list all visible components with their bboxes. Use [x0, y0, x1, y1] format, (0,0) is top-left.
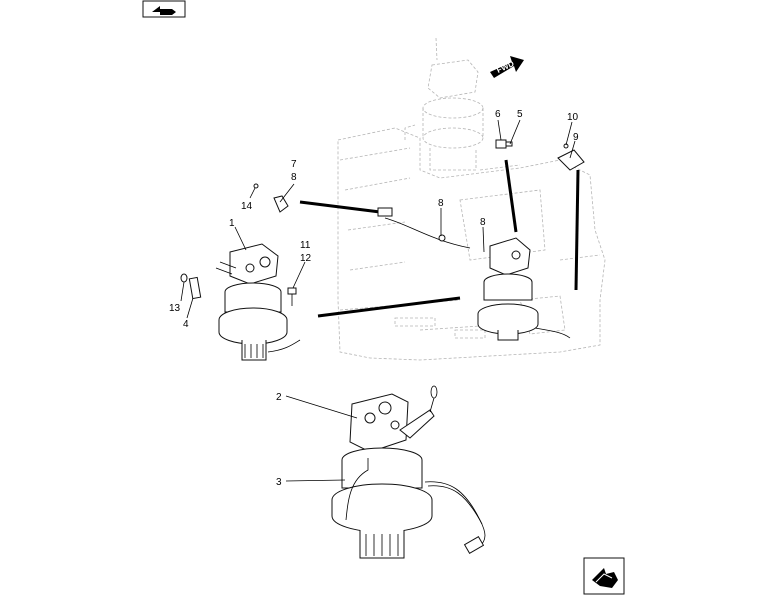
left-swing-motor	[215, 243, 301, 361]
fitting-part-7	[253, 183, 289, 213]
navigation-arrow-icon[interactable]	[583, 557, 625, 595]
callout-1: 1	[229, 218, 235, 229]
fwd-label: FWD	[495, 59, 516, 75]
callout-9: 9	[573, 132, 579, 143]
fitting-part-9	[557, 143, 585, 171]
callout-8-a: 8	[291, 172, 297, 183]
hydraulic-lines	[299, 159, 580, 339]
callout-13: 13	[169, 303, 181, 314]
callout-labels: 1 2 3 4 5 6 7 8 8 8 9 10 11 12 13 14	[169, 109, 579, 488]
callout-7: 7	[291, 159, 297, 170]
callout-11: 11	[300, 240, 311, 251]
callout-8-b: 8	[438, 198, 444, 209]
callout-14: 14	[241, 201, 253, 212]
callout-3: 3	[276, 477, 282, 488]
page-arrow-icon[interactable]	[142, 0, 186, 18]
callout-6: 6	[495, 109, 501, 120]
fitting-part-6	[495, 139, 513, 149]
right-swing-motor	[477, 237, 539, 341]
callout-5: 5	[517, 109, 523, 120]
upper-motor-outline	[422, 37, 484, 171]
callout-2: 2	[276, 392, 282, 403]
callout-12: 12	[300, 253, 312, 264]
leader-lines	[180, 119, 576, 482]
main-swing-motor	[331, 385, 486, 559]
callout-8-c: 8	[480, 217, 486, 228]
fitting-part-4	[180, 273, 202, 300]
callout-10: 10	[567, 112, 579, 123]
callout-4: 4	[183, 319, 189, 330]
bolt-part-11	[287, 287, 297, 306]
fitting-part-8	[377, 207, 446, 242]
fwd-direction-arrow: FWD	[490, 56, 524, 78]
